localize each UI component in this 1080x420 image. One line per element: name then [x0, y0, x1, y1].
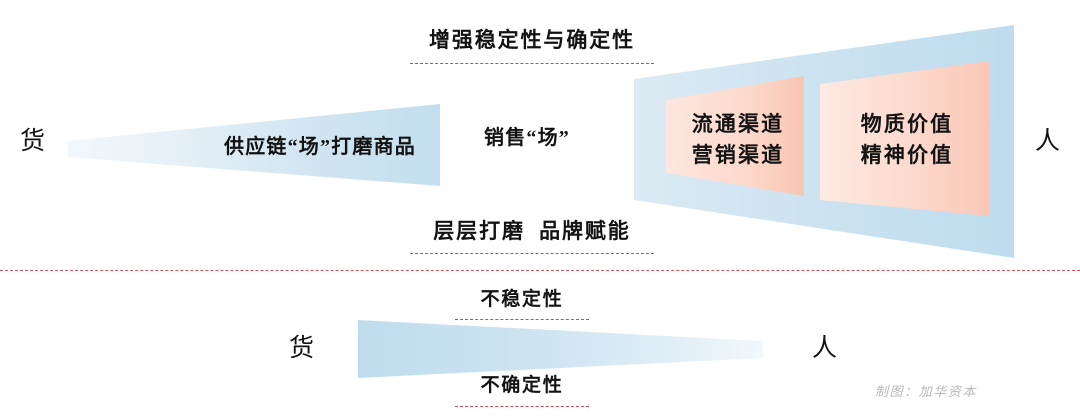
channel-panel-line1: 流通渠道: [691, 112, 785, 136]
lower-left-endpoint: 货: [289, 335, 315, 362]
section-divider: [0, 270, 1080, 271]
supply-chain-wedge: [68, 104, 440, 186]
value-panel: [820, 61, 989, 216]
channel-panel-line2: 营销渠道: [691, 143, 785, 167]
annotation-uncertainty-underline: [455, 406, 589, 407]
annotation-instability: 不稳定性: [480, 289, 564, 310]
instability-wedge: [358, 320, 763, 378]
credit-watermark: 制图：加华资本: [875, 384, 977, 399]
upper-right-endpoint: 人: [1035, 128, 1061, 155]
annotation-instability-underline: [455, 319, 589, 320]
annotation-brand-underline: [410, 253, 654, 254]
value-panel-line2: 精神价值: [860, 143, 954, 167]
annotation-stability: 增强稳定性与确定性: [428, 28, 635, 52]
annotation-uncertainty: 不确定性: [480, 375, 564, 396]
upper-left-endpoint: 货: [20, 128, 46, 155]
annotation-brand: 层层打磨 品牌赋能: [433, 219, 631, 243]
value-panel-line1: 物质价值: [860, 112, 954, 136]
annotation-stability-underline: [410, 63, 654, 64]
sales-field-label: 销售“场”: [484, 127, 570, 149]
lower-right-endpoint: 人: [812, 335, 838, 362]
channel-panel: [666, 76, 804, 196]
supply-chain-wedge-label: 供应链“场”打磨商品: [224, 136, 416, 158]
